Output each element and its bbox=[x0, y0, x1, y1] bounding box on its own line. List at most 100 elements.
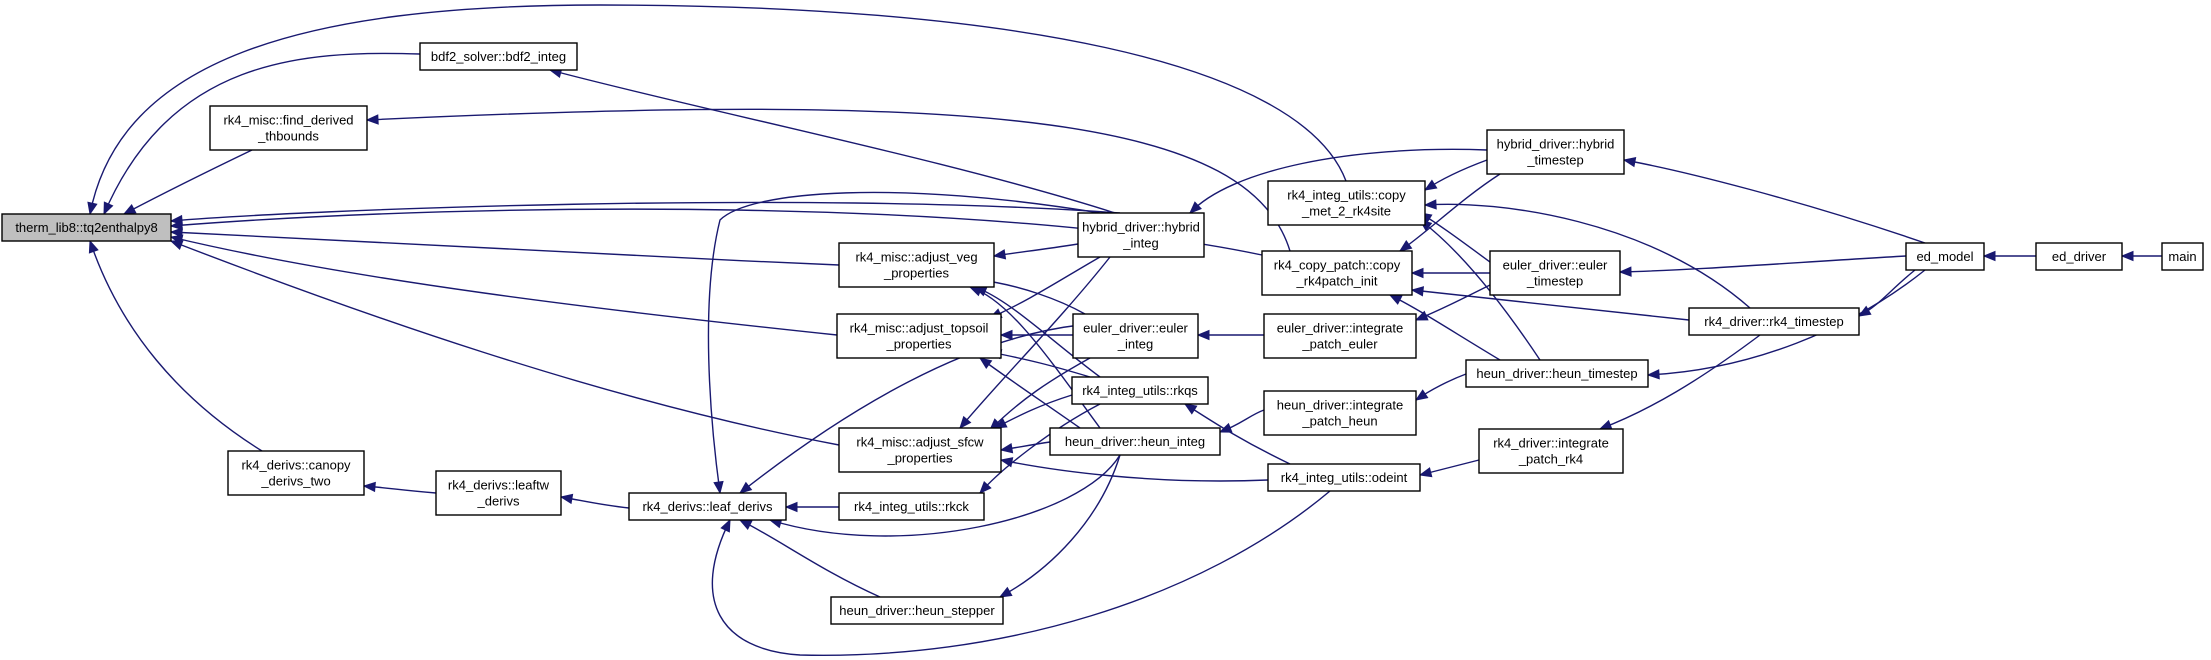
node-box bbox=[1486, 129, 1625, 175]
edge-odeint-to-leafd bbox=[711, 490, 1331, 656]
node-label: _derivs bbox=[477, 494, 520, 509]
edge-intheun-to-heuninteg bbox=[1218, 409, 1265, 433]
arrowhead bbox=[122, 204, 137, 215]
arrowhead bbox=[365, 114, 379, 125]
edge-main-to-eddriver bbox=[2120, 250, 2163, 262]
arrowhead bbox=[1423, 179, 1438, 191]
edge-heuninteg-to-topsoil bbox=[978, 357, 1081, 429]
arrowhead bbox=[968, 286, 983, 297]
node-box bbox=[2161, 242, 2204, 271]
node-label: _timestep bbox=[1526, 153, 1583, 168]
arrowhead bbox=[362, 481, 376, 493]
node-label: rk4_misc::adjust_topsoil bbox=[850, 321, 989, 336]
edge-odeint-to-sfcw bbox=[999, 457, 1269, 482]
node-label: rk4_integ_utils::rkck bbox=[854, 499, 969, 514]
node-label: rk4_derivs::leaftw bbox=[448, 478, 550, 493]
node-canopy[interactable]: rk4_derivs::canopy_derivs_two bbox=[227, 450, 365, 496]
edge-eulinteg-to-leafd bbox=[738, 324, 1081, 494]
edge-canopy-to-tq2 bbox=[88, 239, 263, 452]
node-box bbox=[1049, 427, 1221, 456]
node-main[interactable]: main bbox=[2161, 242, 2204, 271]
node-copypatch[interactable]: rk4_copy_patch::copy_rk4patch_init bbox=[1261, 250, 1413, 296]
node-sfcw[interactable]: rk4_misc::adjust_sfcw_properties bbox=[838, 427, 1002, 473]
edge-hybinteg-to-leafd bbox=[707, 191, 1101, 495]
node-label: hybrid_driver::hybrid bbox=[1497, 137, 1615, 152]
edge-heuninteg-to-heunstep bbox=[998, 454, 1121, 598]
node-heuninteg[interactable]: heun_driver::heun_integ bbox=[1049, 427, 1221, 456]
edge-edmodel-to-hybts bbox=[1622, 156, 1926, 244]
node-edmodel[interactable]: ed_model bbox=[1905, 242, 1985, 271]
edge-eults-to-inteuler bbox=[1414, 284, 1491, 321]
node-rkck[interactable]: rk4_integ_utils::rkck bbox=[838, 492, 985, 521]
node-rkqs[interactable]: rk4_integ_utils::rkqs bbox=[1071, 376, 1209, 405]
node-label: rk4_misc::find_derived bbox=[223, 113, 353, 128]
node-intrk4[interactable]: rk4_driver::integrate_patch_rk4 bbox=[1478, 428, 1624, 474]
node-label: heun_driver::heun_integ bbox=[1065, 434, 1205, 449]
arrowhead bbox=[1388, 294, 1403, 305]
arrowhead bbox=[1622, 156, 1637, 168]
edge-edmodel-to-rk4ts bbox=[1857, 269, 1916, 317]
edge-hybinteg-to-sfcw bbox=[959, 256, 1111, 430]
edge-sfcw-to-tq2 bbox=[169, 240, 840, 446]
arrowhead bbox=[999, 457, 1014, 468]
node-heunts[interactable]: heun_driver::heun_timestep bbox=[1465, 359, 1649, 388]
arrowhead bbox=[1410, 267, 1424, 279]
node-topsoil[interactable]: rk4_misc::adjust_topsoil_properties bbox=[836, 313, 1002, 359]
edge-hybinteg-to-veg bbox=[992, 243, 1079, 260]
edge-hybts-to-copymet bbox=[1423, 159, 1488, 191]
node-box bbox=[838, 427, 1002, 473]
arrowhead bbox=[978, 357, 993, 370]
node-heunstep[interactable]: heun_driver::heun_stepper bbox=[830, 596, 1004, 625]
edge-rkqs-to-rkck bbox=[979, 403, 1101, 494]
arrowhead bbox=[999, 329, 1013, 341]
node-eddriver[interactable]: ed_driver bbox=[2035, 242, 2123, 271]
node-box bbox=[1263, 390, 1417, 436]
node-hybts[interactable]: hybrid_driver::hybrid_timestep bbox=[1486, 129, 1625, 175]
node-copymet[interactable]: rk4_integ_utils::copy_met_2_rk4site bbox=[1267, 180, 1426, 226]
node-veg[interactable]: rk4_misc::adjust_veg_properties bbox=[838, 242, 995, 288]
node-findder[interactable]: rk4_misc::find_derived_thbounds bbox=[209, 105, 368, 151]
edge-edmodel-to-heunts bbox=[1646, 269, 1926, 380]
edge-leaftw-to-canopy bbox=[362, 481, 437, 494]
arrowhead bbox=[1398, 240, 1413, 252]
node-leaftw[interactable]: rk4_derivs::leaftw_derivs bbox=[435, 470, 562, 516]
arrowhead bbox=[169, 219, 183, 231]
edge-heuninteg-to-leafd bbox=[768, 454, 1121, 537]
node-hybinteg[interactable]: hybrid_driver::hybrid_integ bbox=[1077, 212, 1205, 258]
node-box bbox=[628, 492, 787, 521]
node-label: rk4_derivs::leaf_derivs bbox=[642, 499, 773, 514]
arrowhead bbox=[103, 201, 114, 216]
node-label: rk4_integ_utils::odeint bbox=[1281, 470, 1408, 485]
node-intheun[interactable]: heun_driver::integrate_patch_heun bbox=[1263, 390, 1417, 436]
node-eults[interactable]: euler_driver::euler_timestep bbox=[1489, 250, 1621, 296]
arrowhead bbox=[1218, 422, 1233, 433]
node-box bbox=[1263, 313, 1417, 359]
edge-hybts-to-copypatch bbox=[1398, 173, 1501, 252]
node-odeint[interactable]: rk4_integ_utils::odeint bbox=[1267, 463, 1421, 492]
arrowhead bbox=[1189, 201, 1202, 214]
node-inteuler[interactable]: euler_driver::integrate_patch_euler bbox=[1263, 313, 1417, 359]
node-bdf2[interactable]: bdf2_solver::bdf2_integ bbox=[419, 42, 578, 71]
node-rk4ts[interactable]: rk4_driver::rk4_timestep bbox=[1688, 307, 1860, 336]
function-nodes: therm_lib8::tq2enthalpy8 bdf2_solver::bdf… bbox=[1, 42, 2204, 625]
edge-intrk4-to-odeint bbox=[1418, 459, 1480, 478]
node-box bbox=[830, 596, 1004, 625]
node-tq2[interactable]: therm_lib8::tq2enthalpy8 bbox=[1, 213, 172, 242]
node-leafd[interactable]: rk4_derivs::leaf_derivs bbox=[628, 492, 787, 521]
edge-heunts-to-intheun bbox=[1414, 373, 1467, 401]
edge-edmodel-to-eults bbox=[1618, 255, 1907, 277]
node-label: heun_driver::heun_stepper bbox=[839, 603, 995, 618]
edge-veg-to-tq2 bbox=[169, 227, 840, 266]
node-label: _properties bbox=[883, 266, 950, 281]
node-box bbox=[1688, 307, 1860, 336]
edge-heuninteg-to-sfcw bbox=[999, 441, 1051, 454]
node-label: ed_driver bbox=[2052, 249, 2107, 264]
node-label: euler_driver::euler bbox=[1083, 321, 1188, 336]
node-eulinteg[interactable]: euler_driver::euler_integ bbox=[1072, 313, 1199, 359]
node-label: rk4_driver::integrate bbox=[1493, 436, 1609, 451]
edge-rkck-to-leafd bbox=[784, 501, 840, 513]
arrowhead bbox=[784, 501, 798, 513]
arrowhead bbox=[2120, 250, 2134, 262]
node-box bbox=[209, 105, 368, 151]
node-box bbox=[1465, 359, 1649, 388]
